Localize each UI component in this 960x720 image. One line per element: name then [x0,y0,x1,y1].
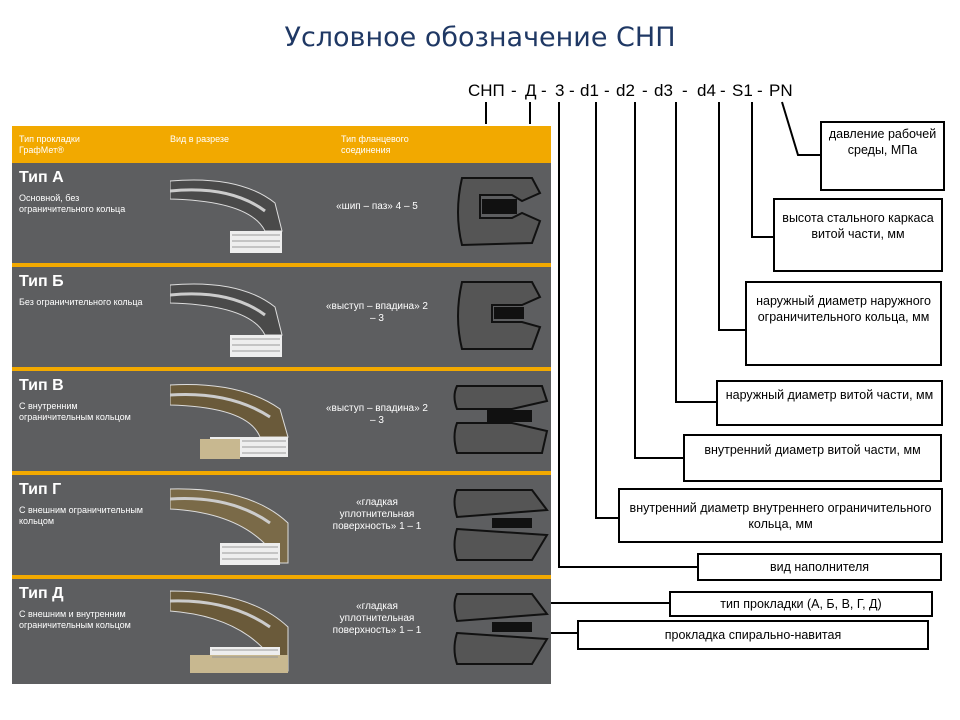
code-dash: - [720,81,726,100]
code-dash: - [541,81,547,100]
box-pressure: давление рабочей среды, МПа [820,121,945,191]
code-d4: d4 [697,81,716,100]
row-type: Тип А [19,169,64,186]
row-description: Основной, без ограничительного кольца [19,193,126,214]
row-description: С внешним ограничительным кольцом [19,505,143,526]
row-type: Тип В [19,377,64,394]
table-row: Тип Д С внешним и внутренним ограничител… [12,579,551,684]
code-dash: - [682,81,688,100]
row-flange: «шип – паз» 4 – 5 [336,201,418,212]
row-type: Тип Д [19,585,64,602]
row-type: Тип Б [19,273,64,290]
table-header: Тип прокладки ГрафМет® Вид в разрезе Тип… [12,126,551,163]
box-frame-height: высота стального каркаса витой части, мм [773,198,943,272]
code-dash: - [642,81,648,100]
row-type: Тип Г [19,481,62,498]
code-pn: PN [769,81,793,100]
code-d1: d1 [580,81,599,100]
section-view-image [170,590,289,673]
code-d2: d2 [616,81,635,100]
row-flange: «выступ – впадина» 2 – 3 [326,301,428,324]
row-flange: «гладкая уплотнительная поверхность» 1 –… [332,497,422,532]
page-title: Условное обозначение СНП [284,22,676,53]
code-dash: - [604,81,610,100]
code-dash: - [569,81,575,100]
section-view-image [170,488,289,565]
row-divider [12,575,551,579]
box-outer-ring-diameter: наружный диаметр наружного ограничительн… [745,281,942,366]
header-flange-type: Тип фланцевого соединения [341,134,409,155]
section-view-image [170,283,283,357]
row-description: С внутренним ограничительным кольцом [19,401,131,422]
flange-profile-image [453,593,549,665]
box-coil-outer-diameter: наружный диаметр витой части, мм [716,380,943,426]
flange-profile-image [453,385,549,454]
box-coil-inner-diameter: внутренний диаметр витой части, мм [683,434,942,482]
row-description: Без ограничительного кольца [19,297,143,307]
header-gasket-type: Тип прокладки ГрафМет® [19,134,80,155]
row-flange: «выступ – впадина» 2 – 3 [326,403,428,426]
table-row: Тип В С внутренним ограничительным кольц… [12,371,551,471]
flange-profile-image [453,489,549,561]
box-spiral-wound-gasket: прокладка спирально-навитая [577,620,929,650]
row-divider [12,263,551,267]
code-s1: S1 [732,81,753,100]
row-flange: «гладкая уплотнительная поверхность» 1 –… [332,601,422,636]
table-row: Тип Б Без ограничительного кольца «высту… [12,267,551,367]
flange-profile-image [457,281,542,350]
section-view-image [170,384,289,459]
box-gasket-type: тип прокладки (А, Б, В, Г, Д) [669,591,933,617]
code-dash: - [757,81,763,100]
row-divider [12,471,551,475]
table-row: Тип А Основной, без ограничительного кол… [12,163,551,263]
code-3: 3 [555,81,565,100]
box-filler-type: вид наполнителя [697,553,942,581]
row-description: С внешним и внутренним ограничительным к… [19,609,131,630]
box-inner-ring-diameter: внутренний диаметр внутреннего ограничит… [618,488,943,543]
code-d3: d3 [654,81,673,100]
flange-profile-image [457,177,542,247]
gasket-types-table: Тип прокладки ГрафМет® Вид в разрезе Тип… [12,126,551,684]
code-d: Д [525,81,537,100]
code-dash: - [511,81,517,100]
row-divider [12,367,551,371]
header-section-view: Вид в разрезе [170,134,229,144]
table-row: Тип Г С внешним ограничительным кольцом … [12,475,551,575]
code-snp: СНП [468,81,505,100]
section-view-image [170,179,283,253]
